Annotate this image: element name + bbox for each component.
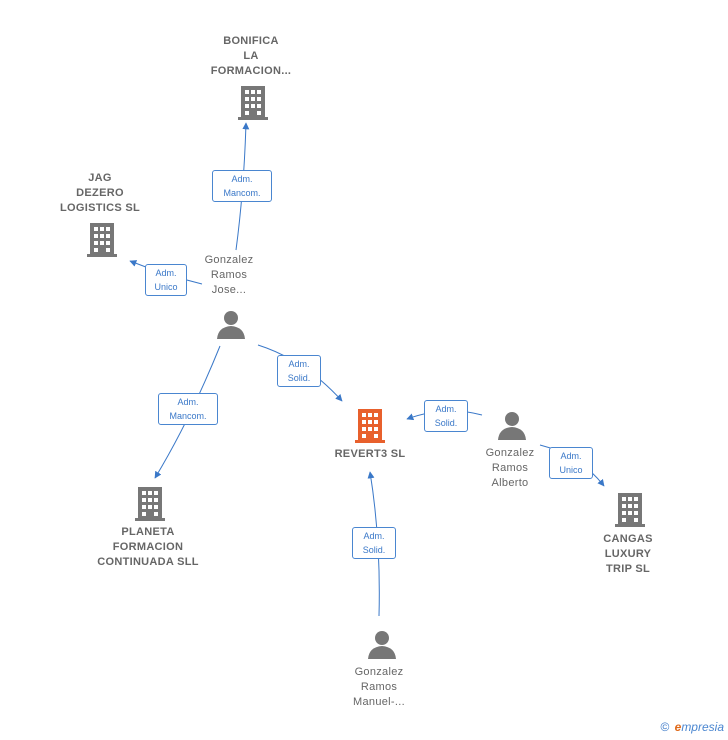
role-line: Adm. [435, 404, 457, 414]
copyright-icon: © [660, 720, 670, 734]
building-icon [135, 487, 165, 521]
company-name-line: JAG [88, 172, 112, 184]
role-line: Solid. [434, 418, 458, 428]
company-node-jag[interactable]: JAG DEZERO LOGISTICS SL [45, 171, 155, 216]
edge-label-jose-bonifica[interactable]: Adm. Mancom. [212, 170, 272, 202]
person-name-line: Ramos [210, 269, 248, 281]
person-icon [498, 412, 526, 440]
person-name-line: Gonzalez [354, 666, 404, 678]
brand-initial: e [674, 720, 682, 734]
edge-label-alberto-cangas[interactable]: Adm. Unico [549, 447, 593, 479]
company-name-line: FORMACION... [210, 65, 292, 77]
brand-footer[interactable]: © empresia [660, 720, 724, 734]
company-node-revert3[interactable]: REVERT3 SL [310, 447, 430, 462]
person-name-line: Ramos [360, 681, 398, 693]
edge-label-jose-jag[interactable]: Adm. Unico [145, 264, 187, 296]
company-node-bonifica[interactable]: BONIFICA LA FORMACION... [196, 34, 306, 79]
company-name-line: LA [243, 50, 259, 62]
company-name-line: FORMACION [112, 541, 184, 553]
role-line: Unico [154, 282, 178, 292]
person-name-line: Jose... [211, 284, 247, 296]
company-name-line: DEZERO [76, 187, 124, 199]
brand-name: mpresia [681, 720, 724, 734]
role-line: Adm. [560, 451, 582, 461]
building-icon [615, 493, 645, 527]
role-line: Adm. [177, 397, 199, 407]
company-name-line: PLANETA [121, 526, 175, 538]
role-line: Mancom. [169, 411, 207, 421]
role-line: Unico [559, 465, 583, 475]
building-icon [87, 223, 117, 257]
person-node-jose[interactable]: Gonzalez Ramos Jose... [184, 253, 274, 298]
role-line: Solid. [362, 545, 386, 555]
role-line: Solid. [287, 373, 311, 383]
person-node-manuel[interactable]: Gonzalez Ramos Manuel-... [334, 665, 424, 710]
company-name-line: REVERT3 SL [334, 448, 406, 460]
role-line: Adm. [155, 268, 177, 278]
person-name-line: Alberto [491, 477, 529, 489]
building-icon [238, 86, 268, 120]
company-name-line: LOGISTICS SL [60, 202, 140, 214]
edge-label-alberto-revert3[interactable]: Adm. Solid. [424, 400, 468, 432]
person-node-alberto[interactable]: Gonzalez Ramos Alberto [465, 446, 555, 491]
company-node-cangas[interactable]: CANGAS LUXURY TRIP SL [583, 532, 673, 577]
edge-label-jose-revert3[interactable]: Adm. Solid. [277, 355, 321, 387]
role-line: Mancom. [223, 188, 261, 198]
person-name-line: Gonzalez [204, 254, 254, 266]
company-name-line: TRIP SL [605, 563, 651, 575]
person-icon [368, 631, 396, 659]
role-line: Adm. [231, 174, 253, 184]
person-name-line: Ramos [491, 462, 529, 474]
edge-label-jose-planeta[interactable]: Adm. Mancom. [158, 393, 218, 425]
role-line: Adm. [363, 531, 385, 541]
company-name-line: BONIFICA [223, 35, 279, 47]
edge-label-manuel-revert3[interactable]: Adm. Solid. [352, 527, 396, 559]
building-icon [355, 409, 385, 443]
company-name-line: CONTINUADA SLL [97, 556, 199, 568]
company-node-planeta[interactable]: PLANETA FORMACION CONTINUADA SLL [83, 525, 213, 570]
person-name-line: Gonzalez [485, 447, 535, 459]
role-line: Adm. [288, 359, 310, 369]
person-icon [217, 311, 245, 339]
company-name-line: CANGAS [603, 533, 653, 545]
company-name-line: LUXURY [604, 548, 652, 560]
person-name-line: Manuel-... [353, 696, 405, 708]
